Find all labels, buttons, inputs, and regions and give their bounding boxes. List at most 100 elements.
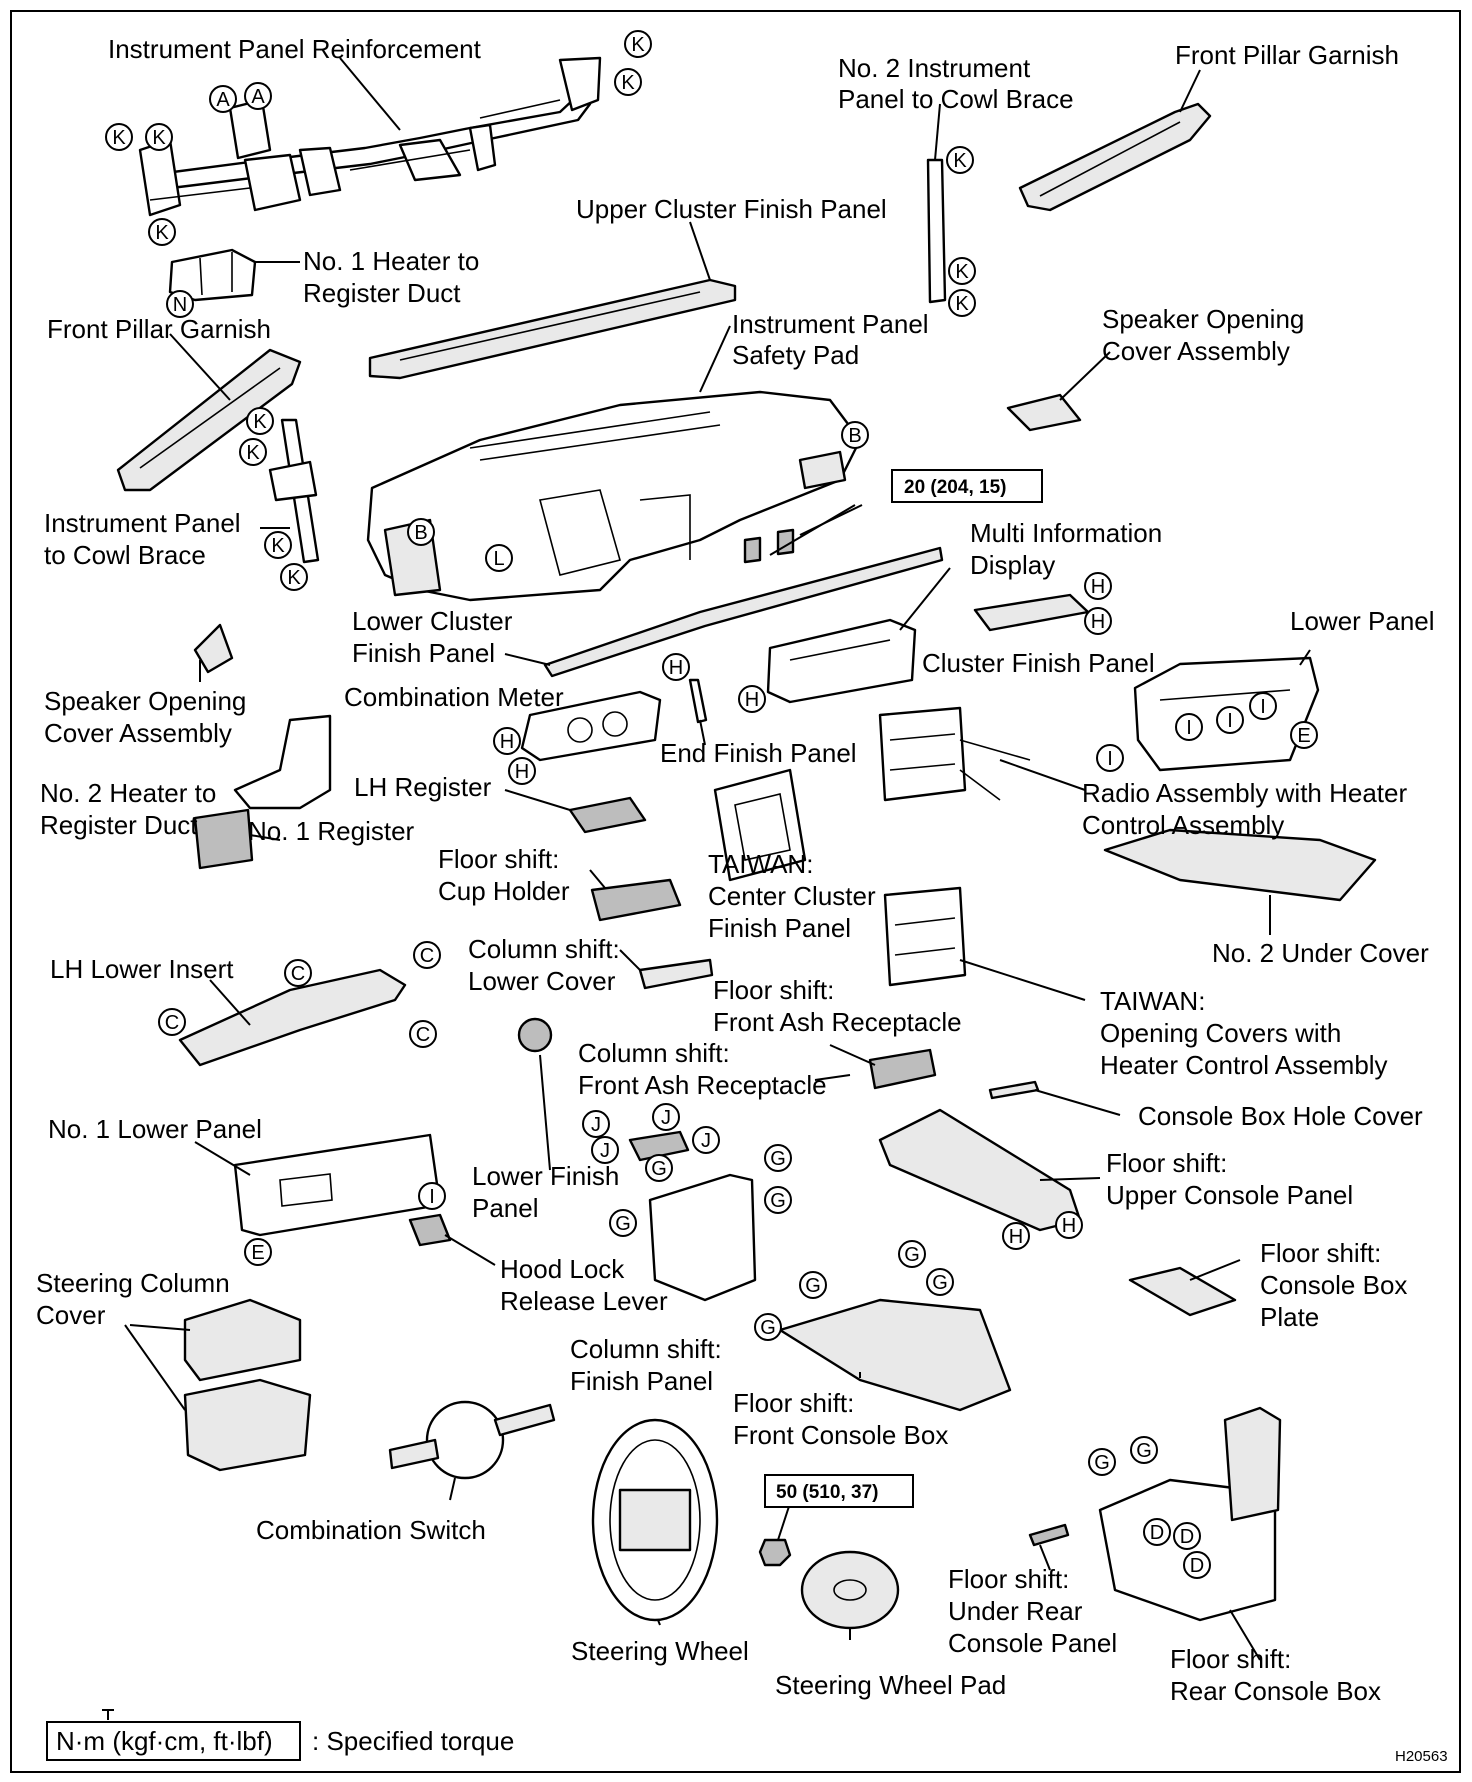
ref-marker-letter: J [600,1140,610,1162]
cup-holder [590,878,682,922]
ref-marker-j: J [591,1136,619,1164]
ref-marker-letter: I [1260,696,1266,718]
console-box-plate [1128,1266,1237,1317]
ref-marker-d: D [1183,1551,1211,1579]
ref-marker-circle [692,1126,720,1154]
legend-meaning: : Specified torque [312,1726,514,1756]
ref-marker-circle [209,85,237,113]
ref-marker-letter: G [760,1317,776,1339]
ref-marker-circle [493,727,521,755]
ref-marker-k: K [264,531,292,559]
ref-marker-letter: H [500,731,514,753]
ref-marker-circle [645,1154,673,1182]
ref-marker-letter: H [669,657,683,679]
ref-marker-h: H [1084,572,1112,600]
ref-marker-circle [1183,1551,1211,1579]
label-console-hole: Console Box Hole Cover [1138,1101,1423,1131]
no2-under-cover [1103,828,1377,902]
label-plate-line3: Plate [1260,1302,1319,1332]
column-shift-finish-panel [648,1173,757,1302]
ref-marker-circle [926,1268,954,1296]
label-heater-duct1-line1: No. 1 Heater to [303,246,479,276]
ref-marker-letter: C [165,1012,179,1034]
label-no1-lower-panel: No. 1 Lower Panel [48,1114,262,1144]
ref-marker-g: G [898,1240,926,1268]
torque-legend: N·m (kgf·cm, ft·lbf) : Specified torque [46,1709,514,1761]
ref-marker-circle [148,218,176,246]
label-col-finish-line1: Column shift: [570,1334,722,1364]
ref-marker-g: G [754,1313,782,1341]
ref-marker-c: C [158,1008,186,1036]
ref-marker-letter: C [416,1024,430,1046]
label-upper-cluster: Upper Cluster Finish Panel [576,194,887,224]
label-floor-ash-line2: Front Ash Receptacle [713,1007,962,1037]
ref-marker-k: K [148,218,176,246]
legend-box [46,1721,301,1761]
ref-marker-circle [264,531,292,559]
label-lower-cluster-line2: Finish Panel [352,638,495,668]
label-upper-console-line1: Floor shift: [1106,1148,1227,1178]
ref-marker-circle [841,421,869,449]
label-lh-register: LH Register [354,772,492,802]
ref-marker-letter: K [271,535,285,557]
ref-marker-circle [946,146,974,174]
ref-marker-circle [284,959,312,987]
ref-marker-c: C [284,959,312,987]
ref-marker-letter: G [1094,1452,1110,1474]
ref-marker-k: K [614,68,642,96]
floor-shift-upper-console-panel [878,1108,1082,1232]
label-under-rear-line1: Floor shift: [948,1564,1069,1594]
ref-marker-letter: J [591,1114,601,1136]
no2-heater-to-register-duct [233,714,332,810]
label-taiwan-cc-line2: Center Cluster [708,881,876,911]
label-lower-panel: Lower Panel [1290,606,1435,636]
label-taiwan-oc-line1: TAIWAN: [1100,986,1205,1016]
label-lower-finish-line2: Panel [472,1193,539,1223]
ref-marker-letter: H [1062,1215,1076,1237]
ref-marker-letter: I [1227,710,1233,732]
floor-shift-front-console-box [778,1298,1012,1412]
legend-tick [102,1709,114,1720]
ref-marker-circle [624,30,652,58]
ref-marker-letter: K [112,127,126,149]
ref-marker-letter: H [515,761,529,783]
combination-meter [520,690,662,762]
label-ip-reinforcement: Instrument Panel Reinforcement [108,34,482,64]
ref-marker-h: H [1084,607,1112,635]
ref-marker-circle [413,941,441,969]
ref-marker-c: C [409,1020,437,1048]
label-radio-line2: Control Assembly [1082,810,1284,840]
label-end-finish: End Finish Panel [660,738,857,768]
ref-marker-k: K [246,407,274,435]
torque-spec-wheel-nut: 50 (510, 37) [764,1474,914,1508]
label-taiwan-cc-line1: TAIWAN: [708,849,813,879]
multi-information-display [766,618,917,704]
ref-marker-l: L [485,544,513,572]
instrument-panel-safety-pad [366,390,862,602]
ref-marker-letter: C [291,963,305,985]
ref-marker-circle [1096,744,1124,772]
label-speaker-right-line1: Speaker Opening [1102,304,1304,334]
ref-marker-letter: K [955,261,969,283]
label-safety-pad-line1: Instrument Panel [732,309,929,339]
lh-register [568,796,647,834]
ref-marker-circle [145,123,173,151]
label-combination-meter: Combination Meter [344,682,564,712]
ref-marker-letter: D [1150,1522,1164,1544]
label-steer-cover-line1: Steering Column [36,1268,230,1298]
ref-marker-letter: G [651,1158,667,1180]
console-box-hole-cover [988,1080,1040,1100]
torque-box-wheel [764,1474,914,1508]
label-wheel-pad: Steering Wheel Pad [775,1670,1006,1700]
part-labels: Instrument Panel Reinforcement No. 2 Ins… [36,34,1435,1706]
center-cluster-finish-panel [713,768,807,882]
ref-marker-circle [948,257,976,285]
ref-marker-letter: G [932,1272,948,1294]
instrument-panel-to-cowl-brace [268,418,320,564]
ref-marker-letter: K [152,127,166,149]
ref-marker-circle [1088,1448,1116,1476]
ref-marker-letter: K [631,34,645,56]
opening-covers-heater-control [883,886,967,987]
